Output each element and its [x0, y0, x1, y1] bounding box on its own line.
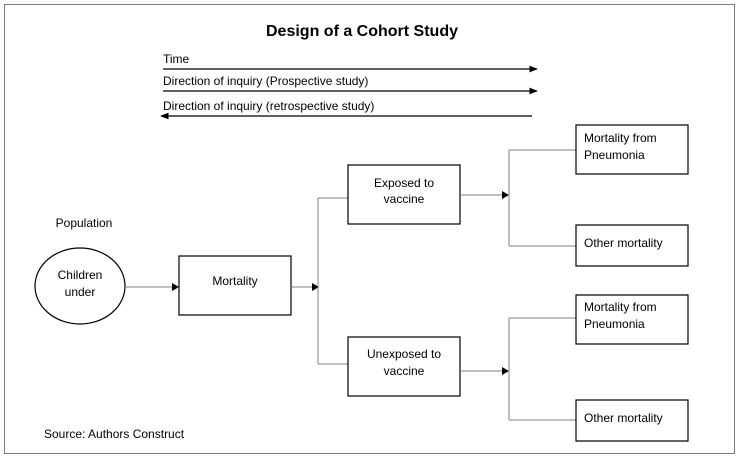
exposed-pneumonia-line1: Mortality from [584, 131, 657, 145]
population-line1: Children [58, 268, 103, 282]
time-label: Time [163, 52, 190, 66]
mortality-label: Mortality [212, 274, 257, 288]
unexposed-other-node [575, 399, 689, 442]
arrowhead [502, 191, 509, 199]
unexposed-node [347, 336, 461, 397]
diagram-title: Design of a Cohort Study [266, 23, 458, 40]
prospective-label: Direction of inquiry (Prospective study) [163, 74, 368, 88]
exposed-pneumonia-node [575, 124, 689, 175]
exposed-node [347, 164, 461, 225]
unexposed-other-label: Other mortality [584, 411, 663, 425]
population-line2: under [65, 285, 96, 299]
exposed-line2: vaccine [384, 192, 425, 206]
unexposed-line1: Unexposed to [367, 347, 441, 361]
unexposed-pneumonia-line2: Pneumonia [584, 317, 645, 331]
population-node [34, 247, 126, 325]
population-label: Population [56, 216, 113, 230]
exposed-other-node [575, 224, 689, 267]
unexposed-line2: vaccine [384, 364, 425, 378]
unexposed-pneumonia-node [575, 294, 689, 345]
mortality-node [178, 255, 292, 316]
arrowhead [172, 283, 179, 291]
source-note: Source: Authors Construct [44, 427, 185, 441]
unexposed-pneumonia-line1: Mortality from [584, 300, 657, 314]
arrowhead [312, 283, 319, 291]
arrowhead [502, 367, 509, 375]
exposed-other-label: Other mortality [584, 236, 663, 250]
retrospective-label: Direction of inquiry (retrospective stud… [163, 99, 374, 113]
exposed-line1: Exposed to [374, 176, 434, 190]
exposed-pneumonia-line2: Pneumonia [584, 148, 645, 162]
